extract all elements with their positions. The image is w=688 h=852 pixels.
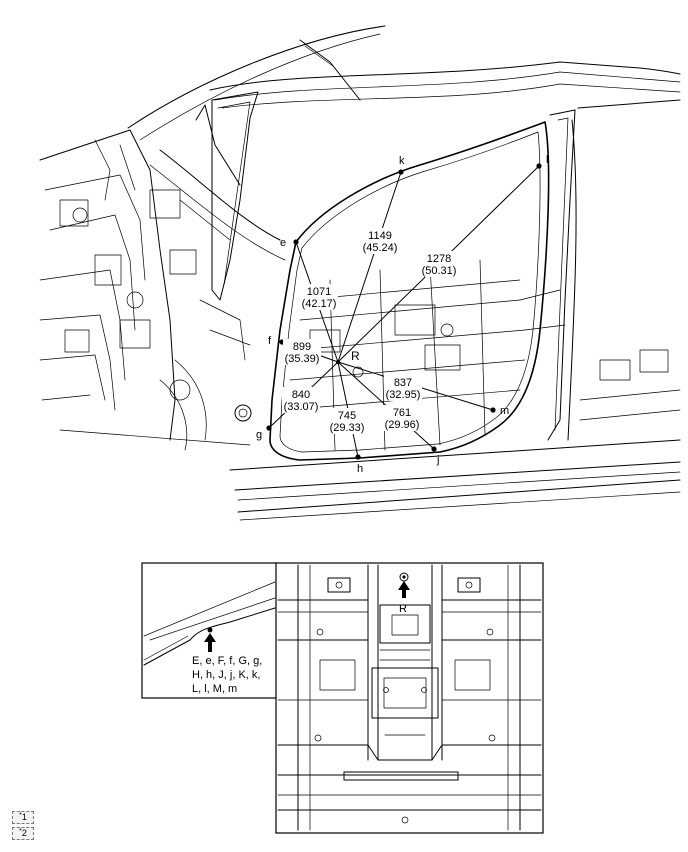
dim-R-k-mm: 1149 (368, 230, 392, 242)
dim-R-l-in: (50.31) (422, 265, 457, 277)
label-g: g (256, 429, 262, 441)
point-l-dot (536, 163, 542, 169)
point-labels: k l e f m g h j R (256, 154, 548, 475)
dim-R-g-mm: 840 (292, 389, 310, 401)
label-k: k (399, 155, 405, 167)
point-m-dot (490, 407, 496, 413)
dim-R-f-mm: 899 (293, 341, 311, 353)
label-l: l (546, 154, 548, 166)
dim-R-f-in: (35.39) (285, 353, 320, 365)
point-j-dot (431, 446, 437, 452)
dim-R-e-mm: 1071 (307, 286, 331, 298)
line-R-k (337, 171, 402, 363)
dim-R-k-in: (45.24) (363, 242, 398, 254)
legend-badge-1: *1 (12, 811, 34, 824)
reference-arrow-icon (398, 581, 410, 598)
dim-R-g-in: (33.07) (284, 401, 319, 413)
section-label-line-3: L, l, M, m (192, 683, 237, 695)
dim-R-e-in: (42.17) (302, 298, 337, 310)
dim-R-h-in: (29.33) (330, 422, 365, 434)
section-label-line-1: E, e, F, f, G, g, (192, 655, 262, 667)
label-h: h (357, 463, 363, 475)
point-h-dot (355, 454, 361, 460)
dim-R-h-mm: 745 (338, 410, 356, 422)
point-e-dot (293, 239, 299, 245)
underbody-detail-panel: R (275, 562, 544, 834)
label-m: m (500, 405, 509, 417)
reference-point-R-label: R (399, 603, 407, 615)
point-k-dot (398, 169, 404, 175)
section-detail-panel: E, e, F, f, G, g, H, h, J, j, K, k, L, l… (141, 562, 278, 699)
dim-R-j-in: (29.96) (385, 419, 420, 431)
dim-R-m-in: (32.95) (386, 389, 421, 401)
dim-R-j-mm: 761 (393, 407, 411, 419)
legend-badge-2: *2 (12, 827, 34, 840)
point-R-dot (336, 360, 340, 364)
label-R: R (351, 349, 360, 363)
point-g-dot (266, 425, 272, 431)
measurement-points (266, 163, 542, 460)
label-j: j (436, 454, 439, 466)
dimension-labels: 1149 (45.24) 1278 (50.31) 1071 (42.17) 8… (282, 228, 458, 434)
label-e: e (280, 237, 286, 249)
vehicle-side-body-illustration (39, 25, 681, 521)
dim-R-l-mm: 1278 (427, 253, 451, 265)
section-arrow-icon (204, 627, 216, 652)
dim-R-m-mm: 837 (394, 377, 412, 389)
label-f: f (268, 335, 272, 347)
section-label-line-2: H, h, J, j, K, k, (192, 669, 260, 681)
